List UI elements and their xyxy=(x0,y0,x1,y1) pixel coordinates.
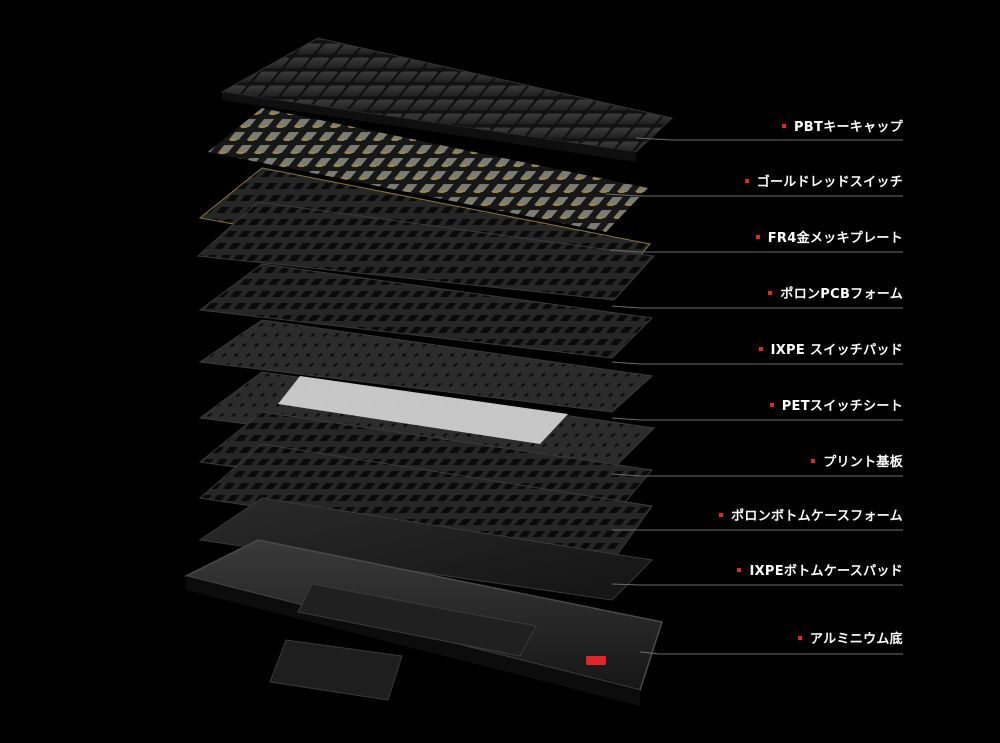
layer-shapes xyxy=(183,37,674,706)
bullet-icon xyxy=(768,290,773,295)
layer-label-text: ポロンPCBフォーム xyxy=(780,287,903,302)
layer-label-switch-sheet: PETスイッチシート xyxy=(769,397,903,417)
leader-line xyxy=(611,305,903,309)
layer-label-bottom-pad: IXPEボトムケースパッド xyxy=(737,562,903,582)
bullet-icon xyxy=(737,567,742,572)
layer-label-text: アルミニウム底 xyxy=(810,632,903,647)
layer-label-switch-pad: IXPE スイッチパッド xyxy=(758,341,903,361)
leader-line xyxy=(611,417,903,421)
case-inner-panel xyxy=(297,583,537,657)
layer-label-pcb-foam: ポロンPCBフォーム xyxy=(768,285,903,305)
layer-label-text: IXPEボトムケースパッド xyxy=(749,564,903,579)
layer-label-text: IXPE スイッチパッド xyxy=(770,343,903,358)
layer-label-aluminium-case: アルミニウム底 xyxy=(798,630,903,650)
bullet-icon xyxy=(811,458,816,463)
layer-label-text: ゴールドレッドスイッチ xyxy=(756,175,903,190)
leader-line xyxy=(611,583,903,586)
pad-layer-shape xyxy=(198,319,654,413)
leader-line xyxy=(635,137,903,141)
weight-plate-shape xyxy=(269,639,403,701)
bullet-icon xyxy=(755,234,760,239)
layer-label-plate: FR4金メッキプレート xyxy=(755,229,903,249)
bullet-icon xyxy=(758,346,763,351)
foam-layer-shape xyxy=(198,263,654,359)
layer-label-text: PETスイッチシート xyxy=(781,399,903,414)
layer-label-text: PBTキーキャップ xyxy=(793,120,903,135)
leader-line xyxy=(639,651,903,655)
layer-label-text: プリント基板 xyxy=(823,455,903,470)
layer-label-pcb: プリント基板 xyxy=(811,453,903,473)
leader-line xyxy=(611,361,903,365)
sheet-white-strip xyxy=(278,376,568,444)
bottom-pad-layer-shape xyxy=(198,497,654,601)
layer-label-keycaps: PBTキーキャップ xyxy=(781,118,903,138)
leader-line xyxy=(611,473,903,477)
layer-label-bottom-foam: ポロンボトムケースフォーム xyxy=(719,507,903,527)
leader-line xyxy=(605,193,903,197)
leader-line xyxy=(609,249,903,253)
layer-label-switches: ゴールドレッドスイッチ xyxy=(744,173,903,193)
bullet-icon xyxy=(798,635,803,640)
plate2-layer-shape xyxy=(196,201,656,301)
case-red-button xyxy=(586,656,606,665)
bullet-icon xyxy=(781,123,786,128)
bullet-icon xyxy=(719,512,724,517)
keycaps-layer-edge xyxy=(222,92,636,162)
layer-label-text: ポロンボトムケースフォーム xyxy=(731,509,903,524)
layer-label-text: FR4金メッキプレート xyxy=(767,231,903,246)
leader-lines xyxy=(605,137,903,655)
switches-layer-shape xyxy=(208,108,648,232)
bullet-icon xyxy=(769,402,774,407)
bullet-icon xyxy=(744,178,749,183)
